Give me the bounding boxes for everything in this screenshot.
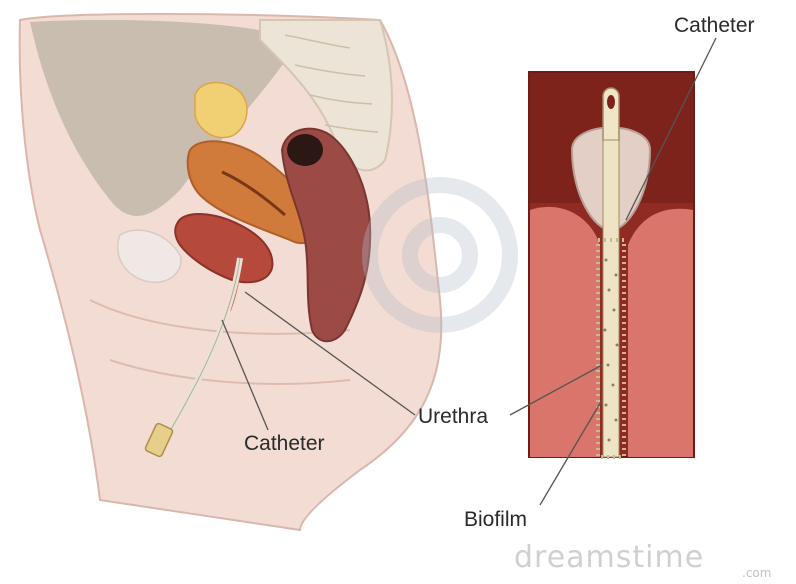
label-urethra: Urethra [418,405,488,429]
watermark-suffix: .com [742,566,771,580]
inset-panel [529,72,694,457]
urethra-wall-right [628,209,693,457]
label-catheter-left: Catheter [244,432,325,456]
rectum-opening [287,134,323,166]
watermark: dreamstime [514,540,704,575]
ovary [195,83,247,138]
catheter-eyelet [607,95,615,109]
urethra-wall-left [530,207,600,457]
label-catheter-top: Catheter [674,14,755,38]
label-biofilm: Biofilm [464,508,527,532]
catheter-shaft [603,140,619,457]
